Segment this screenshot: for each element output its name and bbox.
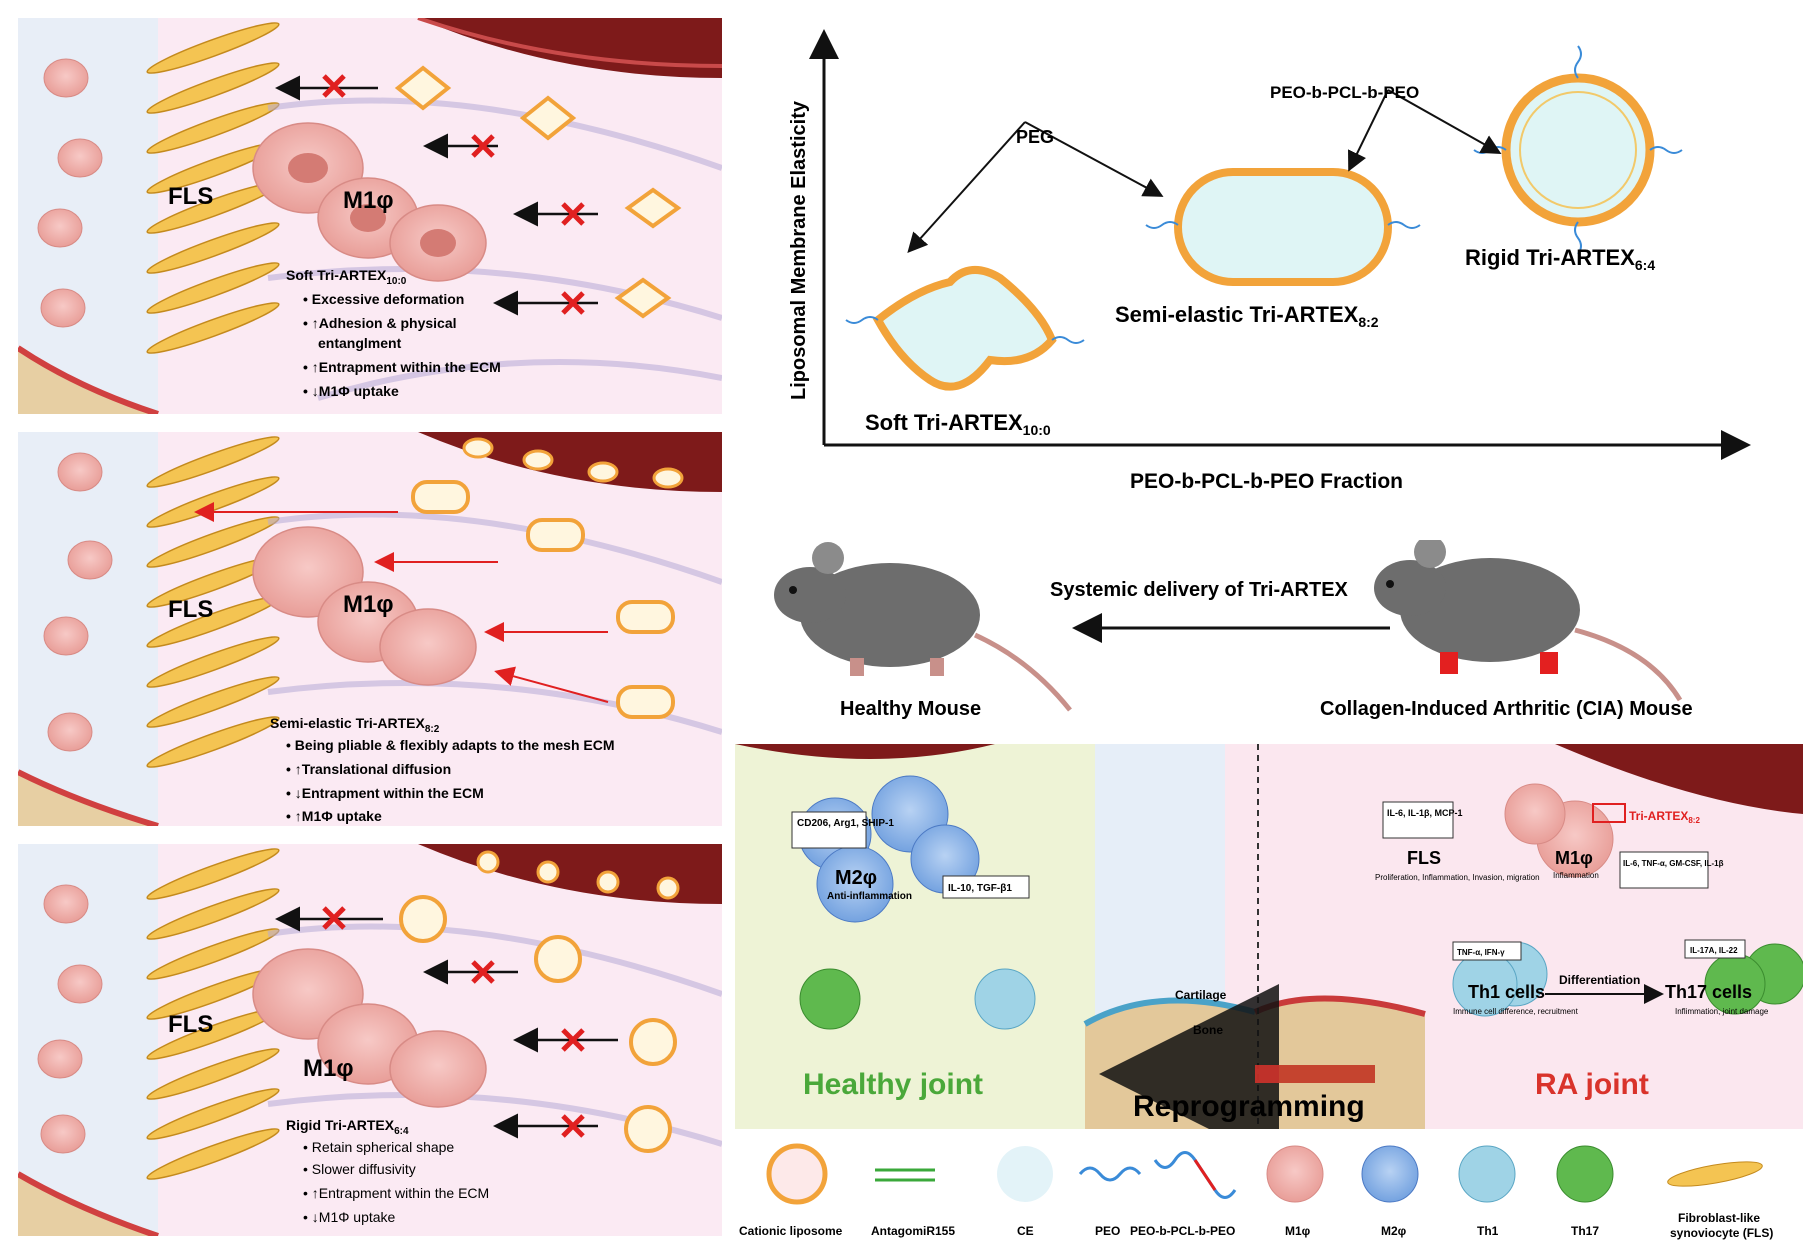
semi-elastic-liposome [1174,168,1392,286]
m1-label-semi: M1φ [343,591,394,618]
legend-peo: PEO [1078,1166,1142,1238]
soft-liposome [872,266,1057,391]
peg-label: PEG [1016,127,1054,147]
svg-text:• Excessive deformation: • Excessive deformation [303,291,464,307]
legend-cationic-liposome: Cationic liposome [739,1143,843,1238]
soft-label: Soft Tri-ARTEX10:0 [865,410,1051,438]
joint-fls-label: FLS [1407,848,1441,868]
soft-panel-bullets: • Excessive deformation • ↑Adhesion & ph… [303,291,501,399]
peo-pcl-label: PEO-b-PCL-b-PEO [1270,83,1419,102]
fls-cytokines: IL-6, IL-1β, MCP-1 [1387,808,1463,818]
svg-text:Fibroblast-like: Fibroblast-like [1678,1211,1760,1225]
svg-text:• ↑Entrapment within the ECM: • ↑Entrapment within the ECM [303,1185,489,1201]
m2-desc: Anti-inflammation [827,891,912,902]
semi-panel-illustration: FLS M1φ Semi-elastic Tri-ARTEX8:2 • Bein… [18,432,722,826]
m1-label: M1φ [343,187,394,214]
svg-text:• ↑Adhesion & physical: • ↑Adhesion & physical [303,315,457,331]
svg-text:PEO-b-PCL-b-PEO: PEO-b-PCL-b-PEO [1130,1224,1235,1238]
semi-elastic-tri-artex-panel: FLS M1φ Semi-elastic Tri-ARTEX8:2 • Bein… [18,432,722,826]
reprogramming-label: Reprogramming [1133,1090,1365,1123]
fls-label-rigid: FLS [168,1011,213,1038]
rigid-tri-artex-panel: FLS M1φ Rigid Tri-ARTEX6:4 • Retain sphe… [18,844,722,1236]
rigid-panel-illustration: FLS M1φ Rigid Tri-ARTEX6:4 • Retain sphe… [18,844,722,1236]
legend-antagomir: AntagomiR155 [871,1168,955,1238]
svg-text:synoviocyte (FLS): synoviocyte (FLS) [1670,1226,1773,1240]
svg-text:Cationic liposome: Cationic liposome [739,1224,843,1238]
elasticity-graph: Liposomal Membrane Elasticity PEO-b-PCL-… [770,20,1800,500]
fls-label-semi: FLS [168,596,213,623]
healthy-joint-label: Healthy joint [803,1068,983,1101]
semi-label: Semi-elastic Tri-ARTEX8:2 [1115,302,1379,330]
svg-text:• ↑M1Φ uptake: • ↑M1Φ uptake [286,808,382,824]
th1-desc: Immune cell difference, recruitment [1453,1007,1579,1016]
svg-text:AntagomiR155: AntagomiR155 [871,1224,955,1238]
svg-text:• ↑Entrapment within the ECM: • ↑Entrapment within the ECM [303,359,501,375]
svg-text:entanglment: entanglment [318,335,402,351]
legend: Cationic liposome AntagomiR155 CE PEO PE… [735,1130,1803,1250]
soft-panel-title: Soft Tri-ARTEX10:0 [286,267,407,287]
cartilage-label: Cartilage [1175,988,1227,1002]
legend-th1: Th1 [1458,1145,1516,1238]
m1-cytokines: IL-6, TNF-α, GM-CSF, IL-1β [1623,859,1724,868]
x-axis-label: PEO-b-PCL-b-PEO Fraction [1130,470,1403,493]
svg-text:• ↓Entrapment within the ECM: • ↓Entrapment within the ECM [286,785,484,801]
svg-text:• ↓M1Φ uptake: • ↓M1Φ uptake [303,383,399,399]
delivery-label: Systemic delivery of Tri-ARTEX [1050,579,1349,601]
joint-panel: CD206, Arg1, SHIP-1 M2φ Anti-inflammatio… [735,744,1803,1129]
fls-label: FLS [168,183,213,210]
joint-svg: CD206, Arg1, SHIP-1 M2φ Anti-inflammatio… [735,744,1803,1129]
svg-text:M2φ: M2φ [1381,1224,1407,1238]
legend-peo-pcl-peo: PEO-b-PCL-b-PEO [1130,1151,1237,1238]
svg-text:• Being pliable & flexibly ada: • Being pliable & flexibly adapts to the… [286,737,615,753]
soft-panel-illustration: FLS M1φ Soft Tri-ARTEX10:0 • Excessive d… [18,18,722,414]
m1-label-rigid: M1φ [303,1055,354,1082]
legend-fls: Fibroblast-like synoviocyte (FLS) [1667,1161,1773,1240]
svg-text:M1φ: M1φ [1285,1224,1311,1238]
rigid-liposome [1501,73,1655,227]
m1-desc: Inflammation [1553,871,1599,880]
fls-desc: Proliferation, Inflammation, Invasion, m… [1375,873,1540,882]
mice-section: Systemic delivery of Tri-ARTEX Healthy M… [770,540,1800,740]
rigid-label: Rigid Tri-ARTEX6:4 [1465,245,1655,273]
m2-markers: CD206, Arg1, SHIP-1 [797,818,894,829]
rigid-panel-title: Rigid Tri-ARTEX6:4 [286,1117,409,1137]
differentiation-label: Differentiation [1559,973,1640,987]
semi-panel-bullets: • Being pliable & flexibly adapts to the… [286,737,615,824]
m2-label: M2φ [835,867,877,889]
svg-text:• Slower diffusivity: • Slower diffusivity [303,1161,416,1177]
legend-th17: Th17 [1556,1145,1614,1238]
svg-text:PEO: PEO [1095,1224,1120,1238]
th17-label: Th17 cells [1665,982,1752,1002]
svg-text:Th17: Th17 [1571,1224,1599,1238]
svg-text:• ↑Translational diffusion: • ↑Translational diffusion [286,761,451,777]
th17-cytokines: IL-17A, IL-22 [1690,946,1738,955]
elasticity-graph-svg: Liposomal Membrane Elasticity PEO-b-PCL-… [788,29,1751,493]
bone-label: Bone [1193,1023,1223,1037]
soft-tri-artex-panel: FLS M1φ Soft Tri-ARTEX10:0 • Excessive d… [18,18,722,414]
ra-joint-label: RA joint [1535,1068,1649,1101]
th1-cytokines: TNF-α, IFN-γ [1457,948,1505,957]
cia-mouse-label: Collagen-Induced Arthritic (CIA) Mouse [1320,698,1693,720]
legend-m2: M2φ [1361,1145,1419,1238]
rigid-panel-bullets: • Retain spherical shape • Slower diffus… [303,1139,489,1225]
legend-ce: CE [997,1146,1053,1238]
healthy-mouse [774,542,1072,712]
joint-m1-label: M1φ [1555,848,1593,868]
healthy-mouse-label: Healthy Mouse [840,698,981,720]
y-axis-label: Liposomal Membrane Elasticity [788,100,810,400]
svg-text:• Retain spherical shape: • Retain spherical shape [303,1139,454,1155]
svg-text:Th1: Th1 [1477,1224,1499,1238]
svg-text:• ↓M1Φ uptake: • ↓M1Φ uptake [303,1209,396,1225]
legend-m1: M1φ [1266,1145,1324,1238]
semi-panel-title: Semi-elastic Tri-ARTEX8:2 [270,715,440,735]
th1-label: Th1 cells [1468,982,1545,1002]
th17-desc: Inflimmation, joint damage [1675,1007,1769,1016]
mice-svg: Systemic delivery of Tri-ARTEX Healthy M… [774,540,1693,720]
m2-cytokines: IL-10, TGF-β1 [948,883,1012,894]
cia-mouse [1374,540,1683,702]
svg-text:CE: CE [1017,1224,1034,1238]
tri-artex-label: Tri-ARTEX8:2 [1629,809,1700,825]
legend-svg: Cationic liposome AntagomiR155 CE PEO PE… [739,1143,1773,1240]
